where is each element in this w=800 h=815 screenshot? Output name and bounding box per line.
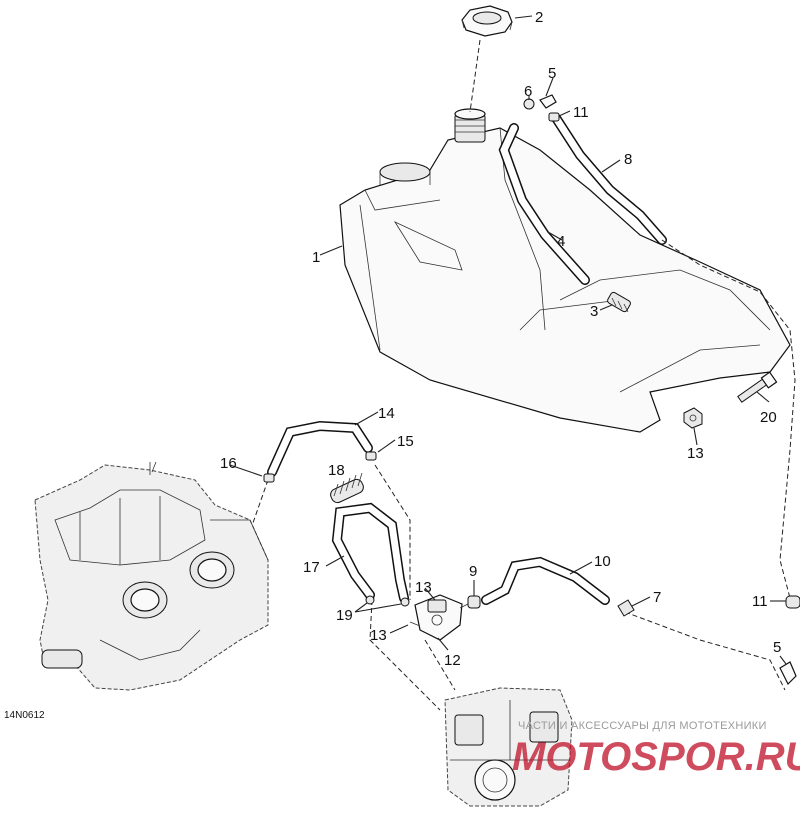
mount-bolt xyxy=(737,371,778,403)
clamp-7 xyxy=(617,599,635,617)
fitting-group-lower xyxy=(770,595,800,686)
callout-13-low: 13 xyxy=(370,627,387,644)
mount-nut xyxy=(683,407,703,429)
callout-19: 19 xyxy=(336,607,353,624)
clamp-15 xyxy=(365,451,377,461)
fuel-filter xyxy=(607,291,631,313)
callout-17: 17 xyxy=(303,559,320,576)
spring xyxy=(330,472,364,504)
callout-3: 3 xyxy=(590,303,598,320)
callout-20: 20 xyxy=(760,409,777,426)
callout-14: 14 xyxy=(378,405,395,422)
callout-13-mid: 13 xyxy=(415,579,432,596)
callout-11: 11 xyxy=(573,104,589,121)
callout-9: 9 xyxy=(469,563,477,580)
clamp-9 xyxy=(467,595,481,609)
engine-assembly xyxy=(34,461,269,691)
fuel-cap xyxy=(461,5,513,37)
callout-4: 4 xyxy=(557,233,565,250)
callout-12: 12 xyxy=(444,652,461,669)
watermark-logo: MOTOSPOR.RU xyxy=(512,735,800,779)
clamp-16 xyxy=(263,473,275,483)
callout-6: 6 xyxy=(524,83,532,100)
diagram-code: 14N0612 xyxy=(4,710,45,721)
callout-5-lower: 5 xyxy=(773,639,781,656)
fuel-tank xyxy=(339,108,791,433)
carburetor-assembly xyxy=(444,687,573,807)
callout-2: 2 xyxy=(535,9,543,26)
callout-labels: 1 2 3 4 5 6 7 8 9 10 11 12 13 14 15 16 1… xyxy=(220,9,781,669)
callout-15: 15 xyxy=(397,433,414,450)
callout-10: 10 xyxy=(594,553,611,570)
callout-1: 1 xyxy=(312,249,320,266)
callout-7: 7 xyxy=(653,589,661,606)
callout-11-lower: 11 xyxy=(752,593,768,610)
watermark-tagline: ЧАСТИ И АКСЕССУАРЫ ДЛЯ МОТОТЕХНИКИ xyxy=(518,720,767,732)
callout-8: 8 xyxy=(624,151,632,168)
callout-5: 5 xyxy=(548,65,556,82)
callout-18: 18 xyxy=(328,462,345,479)
callout-13: 13 xyxy=(687,445,704,462)
callout-16: 16 xyxy=(220,455,237,472)
fuel-pump xyxy=(409,594,469,641)
watermark: ЧАСТИ И АКСЕССУАРЫ ДЛЯ МОТОТЕХНИКИ MOTOS… xyxy=(512,720,800,779)
fitting-group-top xyxy=(523,94,560,122)
